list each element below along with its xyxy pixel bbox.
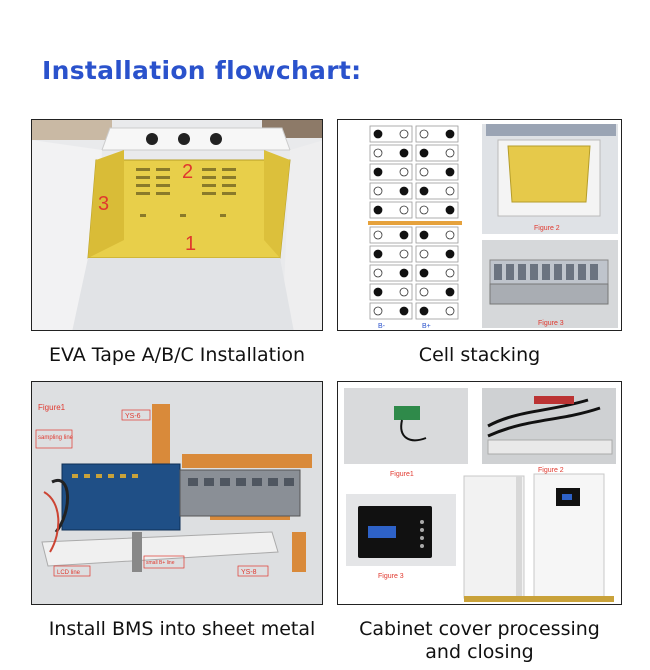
cell-terminal-positive (399, 205, 409, 215)
cell-terminal-negative (399, 148, 409, 158)
cell-terminal-positive (419, 205, 429, 215)
cabinet-figure-2-label: Figure 2 (538, 467, 564, 474)
cabinet-closing-photo: Figure1 Figure 2 Figure 3 (337, 381, 622, 605)
cell-terminal-positive (419, 287, 429, 297)
cell-block (415, 283, 459, 301)
cell-block (369, 163, 413, 181)
bms-caption: Install BMS into sheet metal (48, 618, 316, 640)
cell-block (369, 283, 413, 301)
ys-8-label: YS-8 (241, 569, 257, 576)
cabinet-figure-1-label: Figure1 (390, 471, 414, 478)
page-title: Installation flowchart: (42, 56, 362, 85)
cell-block (369, 144, 413, 162)
cabinet-caption-line-1: Cabinet cover processing (359, 618, 600, 640)
cell-terminal-positive (373, 306, 383, 316)
cell-terminal-negative (373, 167, 383, 177)
cell-terminal-negative (373, 249, 383, 259)
cell-block (369, 245, 413, 263)
cell-terminal-negative (373, 129, 383, 139)
cell-terminal-positive (419, 129, 429, 139)
cell-terminal-negative (419, 148, 429, 158)
cell-block (369, 182, 413, 200)
eva-installation-photo: 2 3 1 (31, 119, 323, 331)
cell-block (415, 125, 459, 143)
marker-1: 1 (185, 233, 196, 255)
cell-block (369, 264, 413, 282)
lcd-line-label: LCD line (57, 570, 81, 576)
cell-terminal-negative (399, 186, 409, 196)
cell-block (415, 264, 459, 282)
cell-terminal-positive (445, 268, 455, 278)
cell-terminal-negative (419, 186, 429, 196)
cell-block (415, 226, 459, 244)
cell-terminal-negative (445, 287, 455, 297)
cell-terminal-positive (445, 306, 455, 316)
cabinet-figure-3-label: Figure 3 (378, 573, 404, 580)
cell-terminal-negative (399, 268, 409, 278)
marker-3: 3 (98, 193, 109, 215)
cell-block (369, 125, 413, 143)
cell-block (415, 182, 459, 200)
cell-terminal-negative (445, 129, 455, 139)
cell-block (369, 302, 413, 320)
small-b-plus-label: small B+ line (146, 560, 175, 566)
cell-terminal-positive (399, 129, 409, 139)
cell-terminal-positive (373, 268, 383, 278)
cell-stacking-caption: Cell stacking (418, 344, 541, 366)
cell-block (415, 144, 459, 162)
marker-2: 2 (182, 161, 193, 183)
cell-terminal-positive (373, 186, 383, 196)
cell-terminal-negative (419, 306, 429, 316)
b-minus-label: B- (378, 323, 386, 330)
busbar-divider (368, 221, 462, 225)
cell-terminal-negative (373, 287, 383, 297)
bms-installation-photo: Figure1 YS-6 sampling line LCD line smal… (31, 381, 323, 605)
figure-1-label: Figure1 (38, 403, 66, 412)
cell-terminal-negative (419, 230, 429, 240)
ys-6-label: YS-6 (125, 413, 141, 420)
cell-block (369, 201, 413, 219)
cell-terminal-positive (373, 148, 383, 158)
cell-terminal-negative (399, 230, 409, 240)
figure-3-label: Figure 3 (538, 320, 564, 327)
cell-terminal-positive (445, 230, 455, 240)
cabinet-caption: Cabinet cover processing and closing (337, 618, 622, 664)
cell-terminal-negative (445, 249, 455, 259)
cell-terminal-negative (445, 167, 455, 177)
cell-block (369, 226, 413, 244)
cell-block (415, 201, 459, 219)
cell-stacking-figure: B- B+ Figure 2 Figure 3 (337, 119, 622, 331)
eva-caption: EVA Tape A/B/C Installation (48, 344, 306, 366)
cell-terminal-positive (399, 167, 409, 177)
cell-terminal-positive (399, 249, 409, 259)
figure-2-label: Figure 2 (534, 225, 560, 232)
cell-terminal-positive (445, 148, 455, 158)
cell-terminal-negative (373, 205, 383, 215)
cell-block (415, 163, 459, 181)
cell-block (415, 302, 459, 320)
cell-terminal-positive (419, 249, 429, 259)
cell-terminal-positive (419, 167, 429, 177)
cell-terminal-positive (399, 287, 409, 297)
cell-terminal-positive (445, 186, 455, 196)
cell-terminal-negative (445, 205, 455, 215)
cell-terminal-positive (373, 230, 383, 240)
cell-block (415, 245, 459, 263)
b-plus-label: B+ (422, 323, 431, 330)
cabinet-caption-line-2: and closing (425, 641, 534, 663)
cell-terminal-negative (399, 306, 409, 316)
cell-terminal-negative (419, 268, 429, 278)
sampling-line-label: sampling line (38, 435, 74, 441)
